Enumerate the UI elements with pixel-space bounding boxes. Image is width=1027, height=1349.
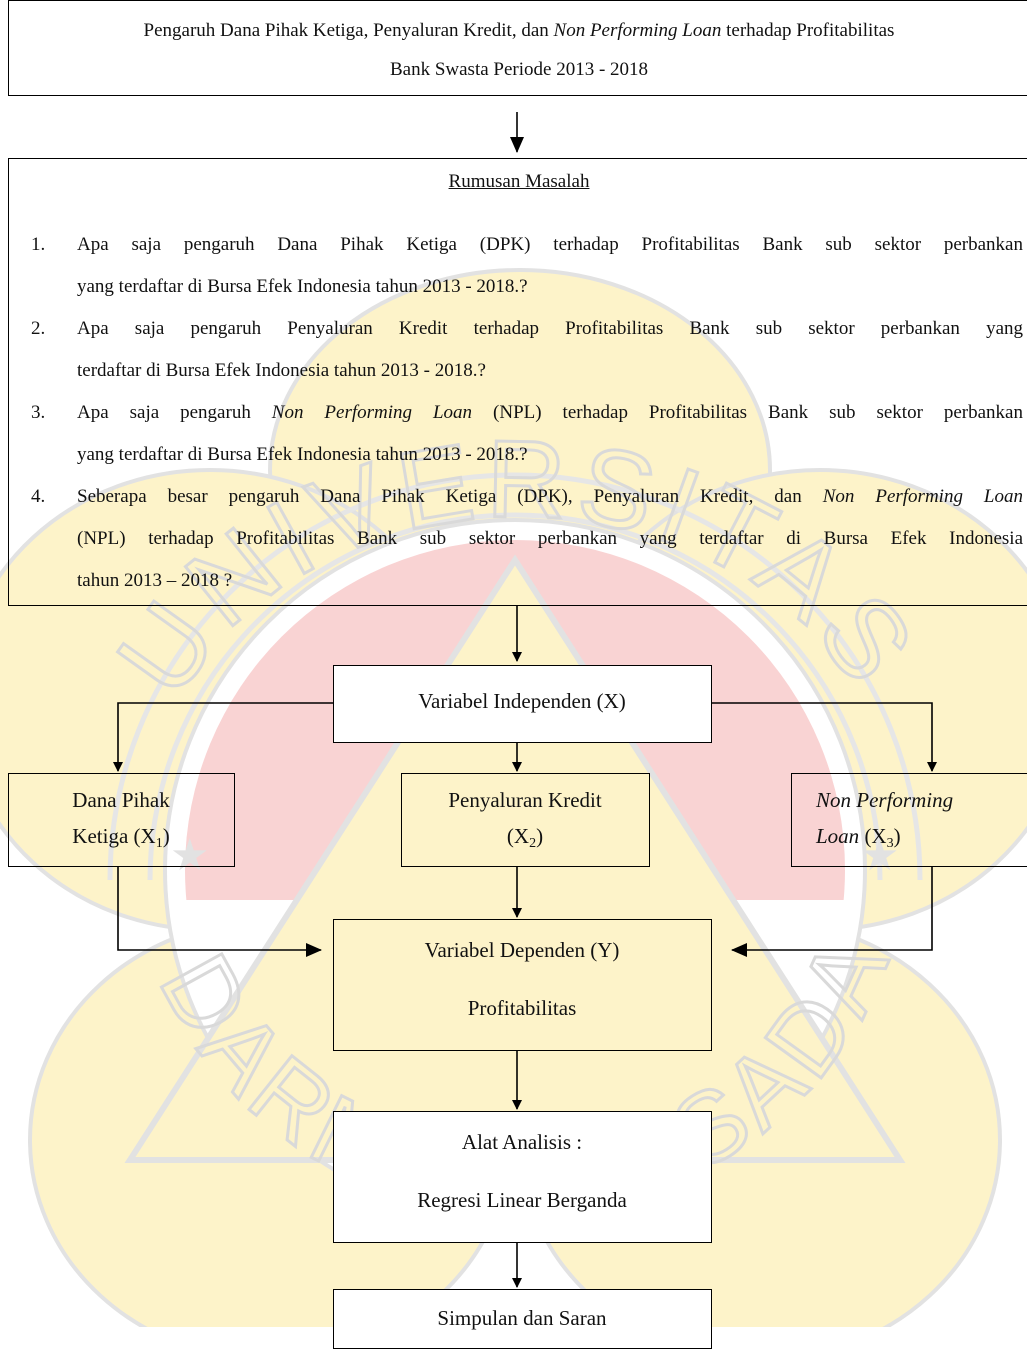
problem-2-line1: Apa saja pengaruh Penyaluran Kredit terh… — [77, 318, 1023, 339]
problem-4-line2: (NPL) terhadap Profitabilitas Bank sub s… — [77, 528, 1023, 549]
problem-4-line3: tahun 2013 – 2018 ? — [77, 570, 233, 591]
research-title-line1: Pengaruh Dana Pihak Ketiga, Penyaluran K… — [143, 20, 895, 41]
problem-4-line1: Seberapa besar pengaruh Dana Pihak Ketig… — [77, 486, 1023, 507]
independent-variable-box: Variabel Independen (X) — [333, 665, 712, 743]
problem-1-line2: yang terdaftar di Bursa Efek Indonesia t… — [77, 276, 528, 297]
x3-line2: Loan (X3) — [816, 824, 901, 851]
problem-number-4: 4. — [31, 486, 46, 507]
x1-line1: Dana Pihak — [72, 788, 170, 812]
conclusion-box: Simpulan dan Saran — [333, 1289, 712, 1349]
seal-arc-band — [147, 512, 883, 881]
rumusan-masalah-box: Rumusan Masalah 1. Apa saja pengaruh Dan… — [8, 158, 1027, 606]
analysis-tool-label: Alat Analisis : — [461, 1130, 583, 1154]
x3-line1: Non Performing — [816, 788, 954, 812]
problem-1-line1: Apa saja pengaruh Dana Pihak Ketiga (DPK… — [77, 234, 1023, 255]
problem-2-line2: terdaftar di Bursa Efek Indonesia tahun … — [77, 360, 486, 381]
research-title-box: Pengaruh Dana Pihak Ketiga, Penyaluran K… — [8, 0, 1027, 96]
arrow-x3-to-dependen — [731, 867, 933, 957]
problem-number-1: 1. — [31, 234, 46, 255]
problem-number-2: 2. — [31, 318, 46, 339]
problem-3-line1: Apa saja pengaruh Non Performing Loan (N… — [77, 402, 1023, 423]
x2-line1: Penyaluran Kredit — [448, 788, 602, 812]
dependent-variable-box: Variabel Dependen (Y) Profitabilitas — [333, 919, 712, 1051]
variable-x2-box: Penyaluran Kredit (X2) — [401, 773, 650, 867]
conclusion-label: Simpulan dan Saran — [437, 1306, 607, 1330]
seal-star-left: ★ — [170, 830, 209, 881]
analysis-tool-box: Alat Analisis : Regresi Linear Berganda — [333, 1111, 712, 1243]
variable-x1-box: Dana Pihak Ketiga (X1) — [8, 773, 235, 867]
problem-number-3: 3. — [31, 402, 46, 423]
research-title-line2: Bank Swasta Periode 2013 - 2018 — [389, 59, 649, 80]
analysis-tool-method: Regresi Linear Berganda — [417, 1188, 627, 1212]
dependent-variable-profitabilitas: Profitabilitas — [467, 996, 577, 1020]
dependent-variable-label: Variabel Dependen (Y) — [424, 938, 620, 962]
x1-line2: Ketiga (X1) — [72, 824, 170, 851]
seal-star-right: ★ — [860, 830, 899, 881]
problem-3-line2: yang terdaftar di Bursa Efek Indonesia t… — [77, 444, 528, 465]
arrow-independen-to-x1 — [113, 702, 333, 772]
arrow-x1-to-dependen — [117, 867, 322, 957]
x2-line2: (X2) — [506, 824, 544, 851]
rumusan-masalah-heading: Rumusan Masalah — [448, 171, 590, 192]
independent-variable-label: Variabel Independen (X) — [418, 689, 626, 713]
variable-x3-box: Non Performing Loan (X3) — [791, 773, 1027, 867]
arrow-independen-to-x3 — [712, 702, 937, 772]
